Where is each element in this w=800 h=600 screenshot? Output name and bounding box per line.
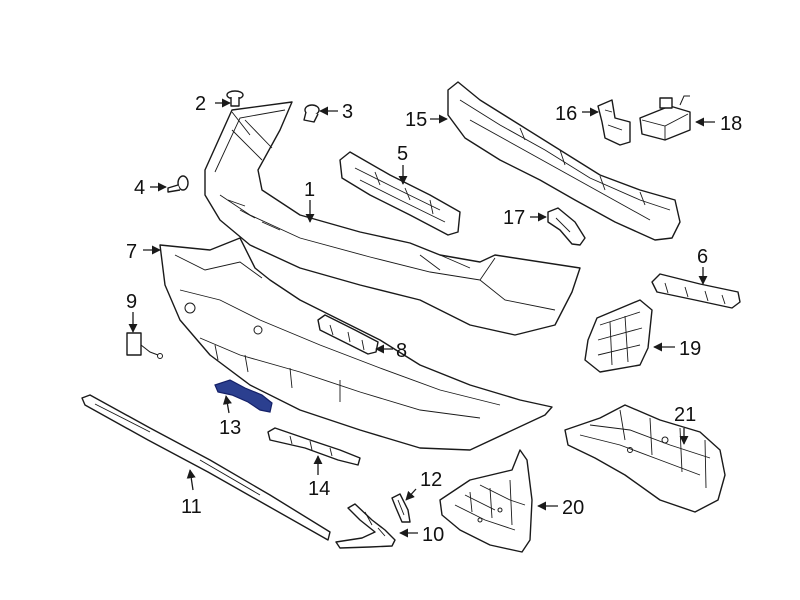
leader-12 (405, 488, 417, 501)
harness-9 (126, 332, 163, 359)
bracket-5 (339, 151, 461, 236)
callout-16: 16 (555, 103, 577, 125)
bumper-cover-upper (204, 101, 581, 336)
callout-14: 14 (308, 478, 330, 500)
sensor-18 (639, 95, 691, 141)
callout-2: 2 (195, 93, 206, 115)
callout-8: 8 (396, 340, 407, 362)
callout-1: 1 (304, 179, 315, 201)
callout-17: 17 (503, 207, 525, 229)
screw-4 (167, 175, 189, 193)
clip-3 (303, 104, 320, 123)
sensor-bracket-16 (597, 99, 631, 146)
undertray-21 (564, 404, 726, 513)
trim-strip-11 (81, 394, 331, 541)
leader-lines (128, 98, 715, 538)
callout-4: 4 (134, 177, 145, 199)
callout-3: 3 (342, 101, 353, 123)
trim-strip-14 (267, 427, 361, 466)
callout-9: 9 (126, 291, 137, 313)
callout-19: 19 (679, 338, 701, 360)
callout-21: 21 (674, 404, 696, 426)
callout-labels: 2 3 4 1 5 15 16 18 17 6 7 9 8 19 21 13 1… (126, 93, 742, 546)
push-pin-2 (226, 90, 244, 107)
bracket-17 (547, 207, 586, 246)
callout-7: 7 (126, 241, 137, 263)
highlighted-bracket-13 (214, 379, 273, 413)
callout-5: 5 (397, 143, 408, 165)
reinforcement-beam (447, 81, 681, 241)
callout-15: 15 (405, 109, 427, 131)
bracket-19 (584, 299, 653, 373)
callout-11: 11 (181, 496, 202, 518)
corner-trim-10 (335, 503, 396, 549)
callout-13: 13 (219, 417, 241, 439)
clip-12 (391, 493, 411, 523)
callout-18: 18 (720, 113, 742, 135)
callout-6: 6 (697, 246, 708, 268)
callout-10: 10 (422, 524, 444, 546)
bracket-6 (651, 273, 741, 309)
callout-20: 20 (562, 497, 584, 519)
callout-12: 12 (420, 469, 442, 491)
splash-shield-20 (439, 449, 533, 553)
leader-13 (222, 395, 232, 414)
leader-11 (186, 469, 196, 491)
